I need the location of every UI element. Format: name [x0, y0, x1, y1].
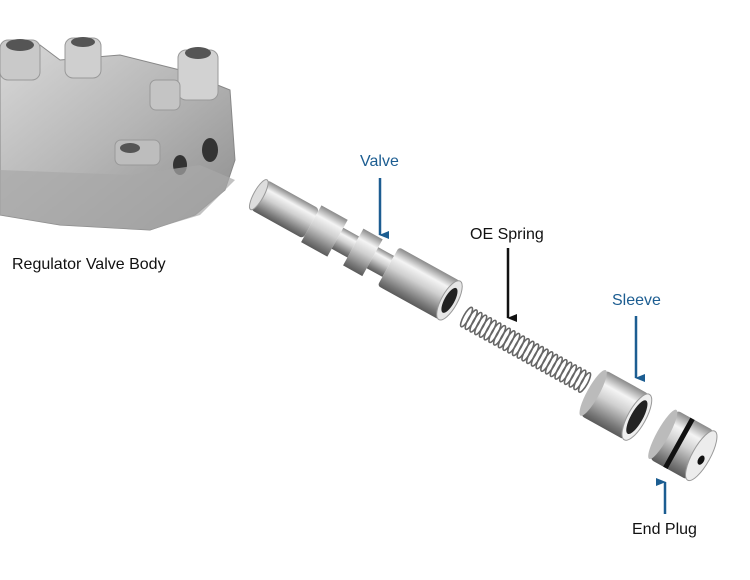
end-plug-image — [648, 409, 718, 482]
regulator-valve-body-label: Regulator Valve Body — [12, 256, 166, 273]
oe-spring-label: OE Spring — [470, 226, 544, 243]
sleeve-label: Sleeve — [612, 292, 661, 309]
sleeve-image — [579, 369, 653, 441]
valve-label: Valve — [360, 153, 399, 170]
oe-spring-image — [459, 306, 592, 394]
valve-image — [248, 179, 463, 321]
regulator-valve-body-image — [0, 37, 236, 231]
spring-coil — [577, 371, 592, 394]
end-plug-label: End Plug — [632, 521, 697, 538]
